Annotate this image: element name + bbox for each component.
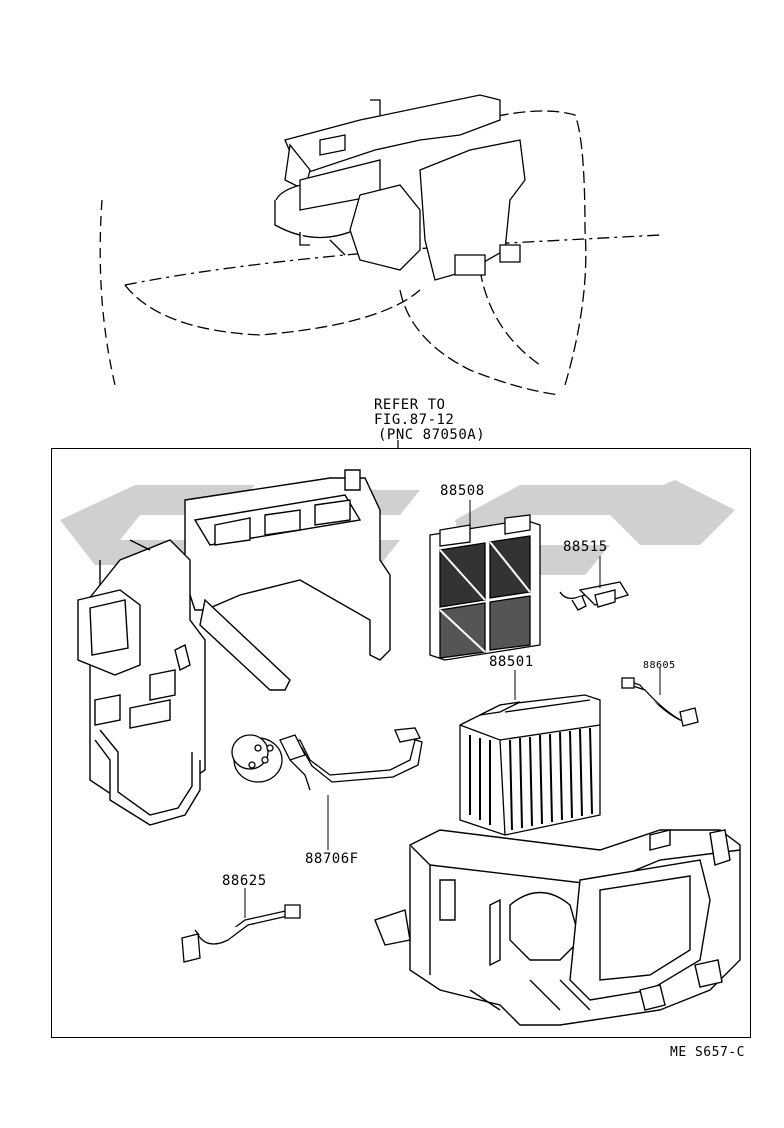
grommet xyxy=(231,734,283,783)
exploded-view-frame xyxy=(51,448,751,1038)
figure-code: ME S657-C xyxy=(670,1045,745,1060)
sensor-88625 xyxy=(181,904,301,963)
sensor-88515 xyxy=(559,581,629,611)
part-label-88625[interactable]: 88625 xyxy=(222,873,267,889)
filter-88508 xyxy=(429,514,541,661)
part-label-88605[interactable]: 88605 xyxy=(643,660,676,671)
evaporator-88501 xyxy=(459,694,601,836)
refer-note-line-2: FIG.87-12 xyxy=(374,412,455,428)
part-label-88508[interactable]: 88508 xyxy=(440,483,485,499)
refer-note-line-3: (PNC 87050A) xyxy=(378,427,486,443)
tube-88706F xyxy=(279,727,423,791)
part-label-88515[interactable]: 88515 xyxy=(563,539,608,555)
refer-note-line-1: REFER TO xyxy=(374,397,446,413)
heater-unit-installed xyxy=(274,94,526,281)
harness-88605 xyxy=(621,677,699,727)
heater-case-left xyxy=(77,469,391,826)
part-label-88501[interactable]: 88501 xyxy=(489,654,534,670)
heater-case-right xyxy=(374,829,741,1026)
part-label-88706F[interactable]: 88706F xyxy=(305,851,359,867)
